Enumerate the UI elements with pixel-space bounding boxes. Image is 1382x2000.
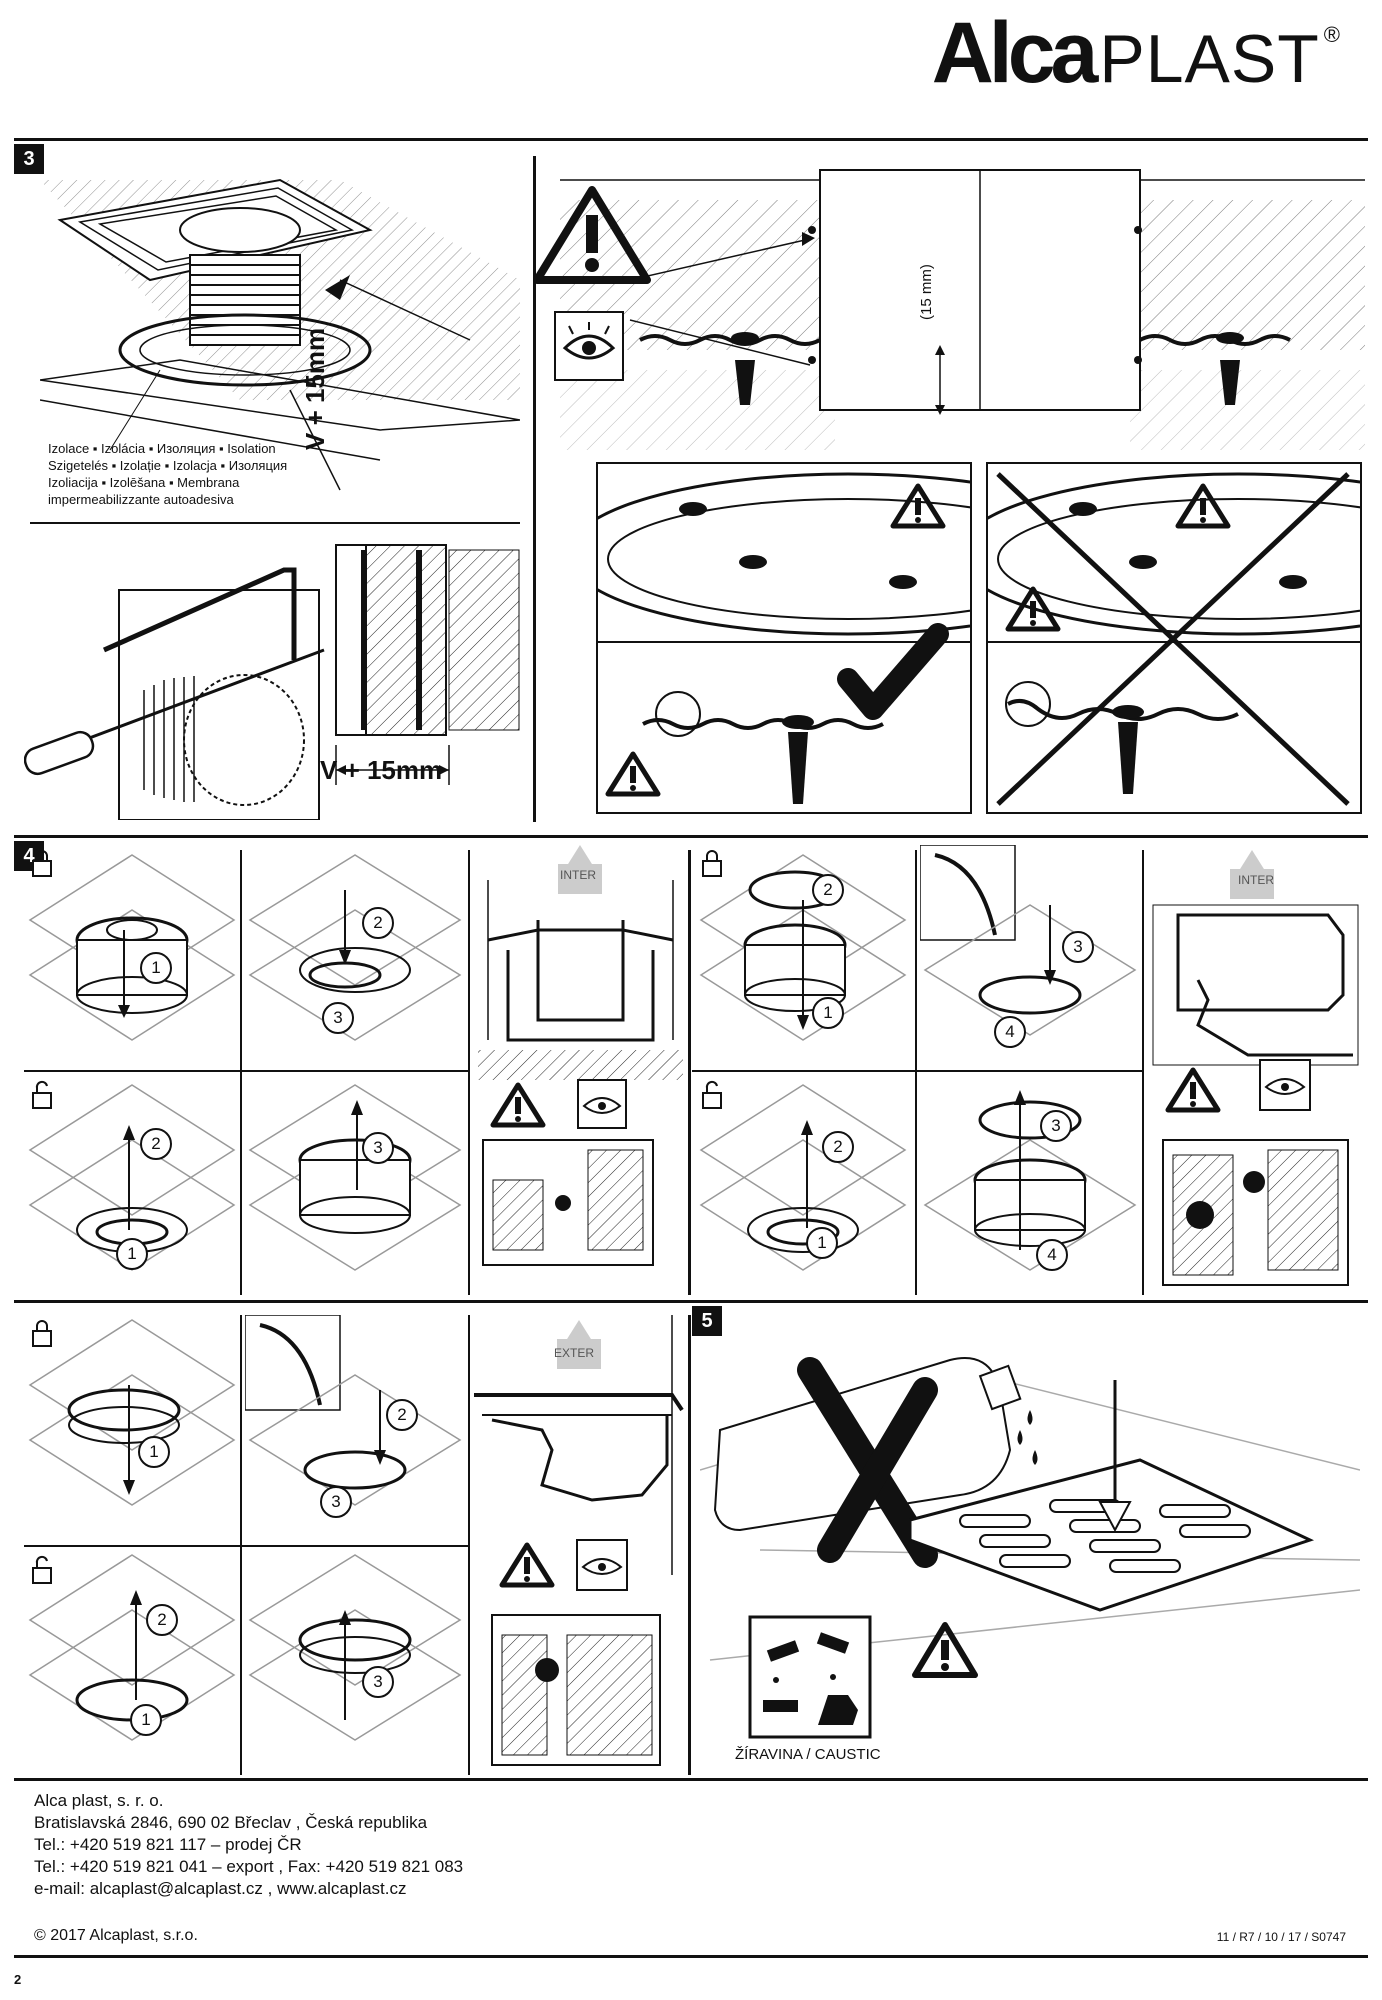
isolation-text: Izolace ▪ Izolácia ▪ Изоляция ▪ Isolatio… [48,440,318,508]
footer-line-company: Alca plast, s. r. o. [34,1791,164,1810]
divider-s3-left [30,522,520,524]
isolation-line-2: Szigetelés ▪ Izolație ▪ Izolacja ▪ Изоля… [48,458,288,473]
divider-top [14,138,1368,141]
section-number-5: 5 [692,1306,722,1336]
registered-mark: ® [1323,22,1340,47]
incorrect-install-drawing [956,472,1382,806]
brand-name-light: PLAST [1099,21,1320,97]
step-circle: 4 [994,1016,1026,1048]
footer-line-address: Bratislavská 2846, 690 02 Břeclav , Česk… [34,1813,428,1832]
copyright: © 2017 Alcaplast, s.r.o. [34,1927,198,1944]
step-circle: 2 [386,1399,418,1431]
footer-line-email: e-mail: alcaplast@alcaplast.cz , www.alc… [34,1879,407,1898]
dimension-label-horizontal: V + 15mm [320,755,443,785]
exter-cross-section [474,1315,684,1766]
step-circle: 2 [822,1131,854,1163]
step-circle: 2 [146,1604,178,1636]
drain-install-illustration [40,178,520,491]
isolation-line-4: impermeabilizzante autoadesiva [48,492,234,507]
caustic-label: ŽÍRAVINA / CAUSTIC [735,1746,881,1763]
brand-name-bold: Alca [931,5,1099,101]
divider-footer [14,1778,1368,1781]
hacksaw-cutting-illustration [24,544,520,820]
step-circle: 1 [116,1238,148,1270]
inter-label-right: INTER [1238,873,1274,887]
step-circle: 3 [1040,1110,1072,1142]
step-unlock-3 [699,1084,907,1271]
grid-v4 [915,850,917,1295]
step-circle: 1 [138,1436,170,1468]
lock-open-icon [702,1080,722,1109]
inter-label-left: INTER [560,868,596,882]
isolation-line-3: Izoliacija ▪ Izolēšana ▪ Membrana [48,475,240,490]
lock-open-icon [32,1555,52,1584]
step-circle: 2 [812,874,844,906]
step-lock-6 [245,1315,462,1506]
inter-cross-section [478,845,683,1266]
correct-install-drawing [566,472,1130,804]
lock-closed-icon [32,850,52,877]
step-lock-1 [28,854,236,1041]
step-circle: 1 [806,1227,838,1259]
step-circle: 3 [1062,931,1094,963]
step-circle: 3 [362,1132,394,1164]
step-lock-2 [248,854,462,1041]
step-unlock-2 [248,1084,462,1271]
step-circle: 2 [362,907,394,939]
step-circle: 1 [140,952,172,984]
correct-install-panel [566,462,1130,814]
inter-cross-section-right [1152,850,1359,1286]
divider-s4 [14,835,1368,838]
gap-label: (15 mm) [918,264,935,320]
grid-v5 [1142,850,1144,1295]
company-address: Alca plast, s. r. o. Bratislavská 2846, … [34,1790,463,1900]
lock-closed-icon [702,850,722,877]
step-unlock-4 [923,1090,1137,1271]
brand-logo: AlcaPLAST® [932,8,1340,98]
cross-section-illustration [560,169,1365,450]
warning-icon [533,186,651,284]
step-unlock-1 [28,1084,236,1271]
footer-line-tel-export: Tel.: +420 519 821 041 – export , Fax: +… [34,1857,464,1876]
divider-bottom [14,1955,1368,1958]
dimension-label-vertical: V + 15mm [300,327,330,450]
lock-open-icon [32,1080,52,1109]
grid-h2 [692,1070,1142,1072]
grid-h3 [24,1545,468,1547]
eye-icon [554,311,624,381]
step-lock-3 [699,854,907,1041]
step-circle: 1 [812,997,844,1029]
footer-line-tel-cz: Tel.: +420 519 821 117 – prodej ČR [34,1835,302,1854]
divider-s3-vertical [533,156,536,822]
caustic-warning-illustration [700,1357,1360,1678]
section-number-3: 3 [14,144,44,174]
grid-v1 [240,850,242,1295]
corrosive-hazard-icon [748,1615,872,1739]
step-lock-4 [920,845,1137,1036]
page-number: 2 [14,1972,22,1987]
grid-h1 [24,1070,468,1072]
grid-v2 [468,850,470,1295]
incorrect-install-panel [956,462,1382,814]
step-circle: 3 [322,1002,354,1034]
grid-v3 [688,850,691,1295]
exter-label: EXTER [554,1346,595,1360]
step-lock-5 [28,1319,236,1506]
step-circle: 3 [362,1666,394,1698]
grid-v8 [688,1315,691,1775]
document-code: 11 / R7 / 10 / 17 / S0747 [1216,1930,1346,1944]
lock-closed-icon [32,1320,52,1347]
grid-v7 [468,1315,470,1775]
step-circle: 3 [320,1486,352,1518]
section-number-4: 4 [14,841,44,871]
isolation-line-1: Izolace ▪ Izolácia ▪ Изоляция ▪ Isolatio… [48,441,276,456]
step-circle: 2 [140,1128,172,1160]
step-unlock-6 [248,1554,462,1741]
step-circle: 4 [1036,1239,1068,1271]
step-circle: 1 [130,1704,162,1736]
divider-s5 [14,1300,1368,1303]
step-unlock-5 [28,1554,236,1741]
